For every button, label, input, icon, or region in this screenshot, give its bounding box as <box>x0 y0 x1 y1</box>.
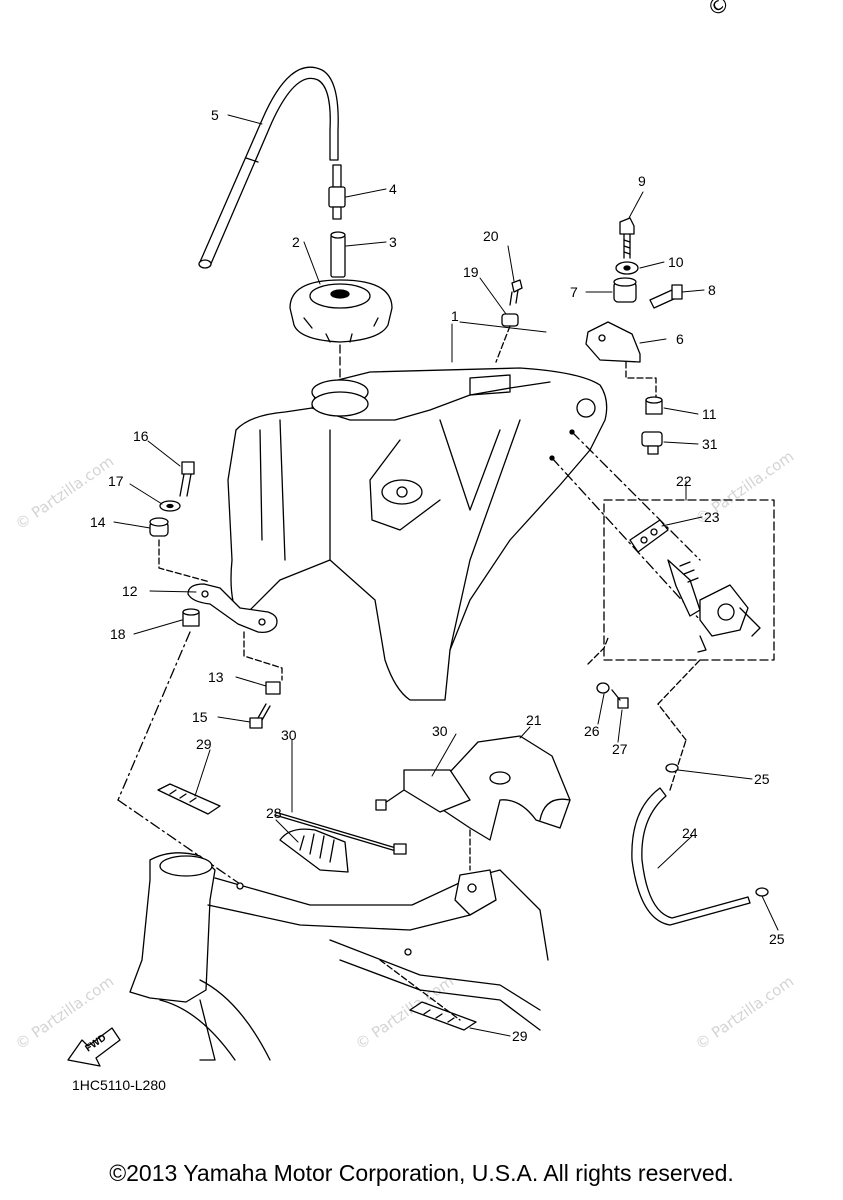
fuel-cap-part-2 <box>289 279 393 381</box>
collar-part-19 <box>495 313 519 363</box>
callout-25: 25 <box>769 931 785 947</box>
callout-17: 17 <box>108 473 124 489</box>
washer-part-26 <box>587 637 610 694</box>
callout-30: 30 <box>432 723 448 739</box>
callout-8: 8 <box>708 282 716 298</box>
diagram-code: 1HC5110-L280 <box>72 1077 166 1093</box>
callout-22: 22 <box>676 473 692 489</box>
bolt-part-16 <box>179 461 195 497</box>
frame <box>129 829 549 1061</box>
collar-part-11 <box>645 396 663 415</box>
callout-27: 27 <box>612 741 628 757</box>
callout-24: 24 <box>682 825 698 841</box>
damper-part-29 <box>157 783 477 1031</box>
callout-18: 18 <box>110 626 126 642</box>
callout-5: 5 <box>211 107 219 123</box>
cable-tie-part-30 <box>274 769 471 855</box>
bolt-part-8 <box>649 284 683 309</box>
callout-29: 29 <box>196 736 212 752</box>
bracket-part-6 <box>585 321 657 401</box>
screw-part-27 <box>611 689 629 709</box>
washer-part-10 <box>615 261 639 275</box>
vent-hose-part-5 <box>198 66 339 269</box>
callout-14: 14 <box>90 514 106 530</box>
callout-6: 6 <box>676 331 684 347</box>
fuel-cock-assembly-part-22 <box>603 499 775 661</box>
callout-13: 13 <box>208 669 224 685</box>
forward-arrow-icon <box>67 1027 121 1067</box>
bolt-part-15 <box>249 703 271 729</box>
callout-30: 30 <box>281 727 297 743</box>
callout-9: 9 <box>638 173 646 189</box>
clip-part-25 <box>665 763 769 897</box>
bracket-part-12 <box>187 583 283 681</box>
breather-fitting-part-4 <box>328 164 346 220</box>
washer-part-17 <box>159 500 181 512</box>
callout-16: 16 <box>133 428 149 444</box>
callout-19: 19 <box>463 264 479 280</box>
callout-21: 21 <box>526 712 542 728</box>
callout-20: 20 <box>483 228 499 244</box>
grommet-part-31 <box>641 431 663 455</box>
callout-11: 11 <box>702 406 717 422</box>
collar-part-13 <box>265 681 281 695</box>
collar-part-18 <box>117 608 241 885</box>
callout-26: 26 <box>584 723 600 739</box>
leader-lines <box>113 114 779 1037</box>
spacer-part-3 <box>330 231 346 278</box>
bracket-part-21 <box>439 735 571 841</box>
bolt-part-9 <box>619 217 635 259</box>
bolt-part-20 <box>509 279 523 306</box>
fuel-tank-part-1 <box>227 367 701 701</box>
callout-3: 3 <box>389 234 397 250</box>
callout-4: 4 <box>389 181 397 197</box>
callout-2: 2 <box>292 234 300 250</box>
callout-10: 10 <box>668 254 684 270</box>
fuel-hose-part-24 <box>631 659 751 926</box>
callout-1: 1 <box>451 308 459 324</box>
callout-28: 28 <box>266 805 282 821</box>
protector-part-28 <box>279 828 349 873</box>
callout-29: 29 <box>512 1028 528 1044</box>
watermark: © Partzilla.com <box>692 972 797 1053</box>
damper-part-14 <box>149 517 211 583</box>
callout-23: 23 <box>704 509 720 525</box>
callout-25: 25 <box>754 771 770 787</box>
callout-31: 31 <box>702 436 718 452</box>
callout-7: 7 <box>570 284 578 300</box>
damper-part-7 <box>613 277 637 303</box>
callout-15: 15 <box>192 709 208 725</box>
callout-labels: 1 2 3 4 5 6 7 8 9 10 11 12 13 14 15 16 1… <box>90 107 785 1044</box>
callout-12: 12 <box>122 583 138 599</box>
copyright-footer: ©2013 Yamaha Motor Corporation, U.S.A. A… <box>109 1160 734 1186</box>
